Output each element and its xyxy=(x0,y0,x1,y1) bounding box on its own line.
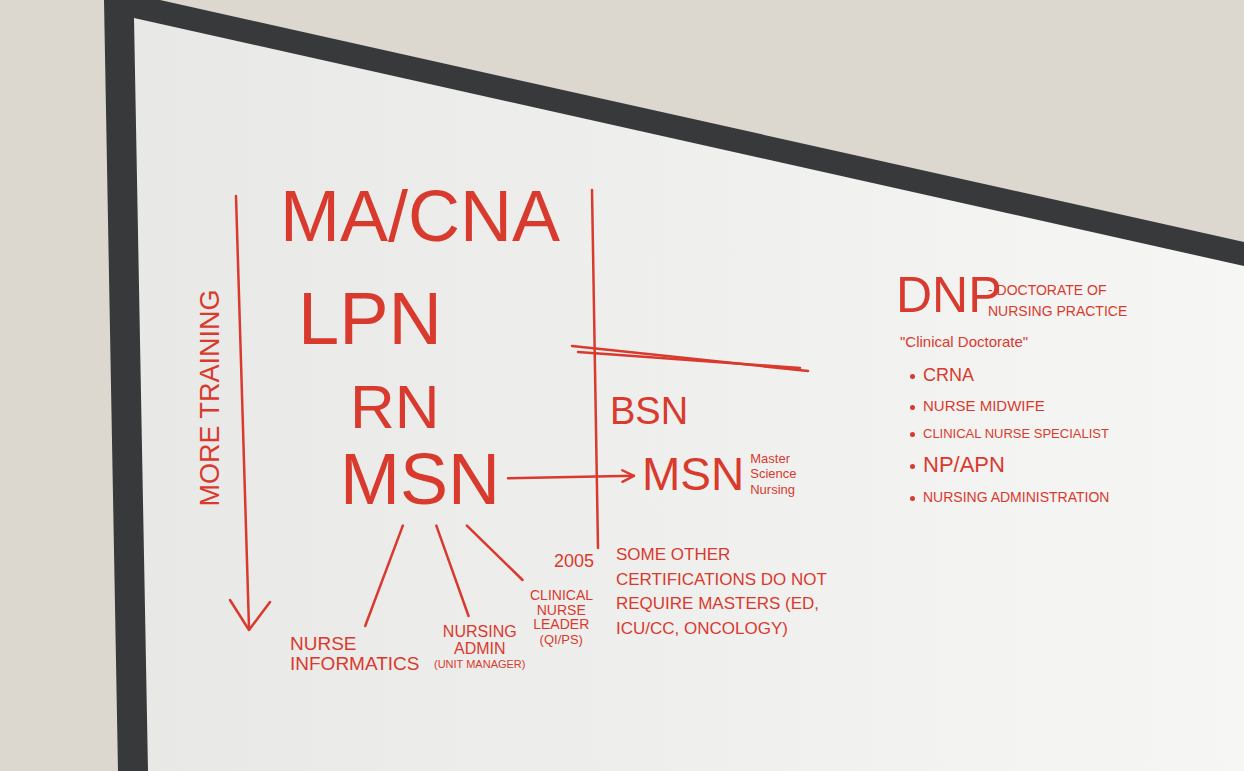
node-title: NURSING ADMIN xyxy=(434,624,525,658)
axis-label: MORE TRAINING xyxy=(197,289,224,506)
node-title: MSN xyxy=(642,450,744,498)
level-text: LPN xyxy=(298,282,442,356)
double-line xyxy=(572,346,808,371)
bullet-item: NURSING ADMINISTRATION xyxy=(910,490,1109,504)
bullet-dot xyxy=(910,432,915,437)
double-line xyxy=(578,352,800,368)
level-node: MSN xyxy=(338,440,502,520)
label-text: BSN xyxy=(610,390,688,432)
bullet-dot xyxy=(910,374,915,379)
node-title: NURSE INFORMATICS xyxy=(290,634,419,674)
label-text: NURSE MIDWIFE xyxy=(923,397,1045,414)
training-arrow-shaft xyxy=(236,196,249,628)
role-node: NURSE INFORMATICS xyxy=(288,632,421,676)
training-arrow-head xyxy=(230,600,270,630)
year-note: 2005 xyxy=(554,552,594,570)
bullet-item: NP/APN xyxy=(910,454,1005,476)
label-text: CRNA xyxy=(923,365,974,385)
role-node: NURSING ADMIN(UNIT MANAGER) xyxy=(432,622,527,673)
bullet-dot xyxy=(910,405,915,410)
node-title: MSN xyxy=(340,442,500,518)
label-text: MA/CNA xyxy=(280,176,560,256)
role-node: CLINICAL NURSE LEADER(QI/PS) xyxy=(528,586,595,650)
label-text: NP/APN xyxy=(923,452,1005,477)
bullet-dot xyxy=(910,496,915,501)
bullet-dot xyxy=(910,464,915,469)
connector xyxy=(508,476,634,478)
node-subtitle: Master Science Nursing xyxy=(750,451,808,498)
board-frame xyxy=(104,0,1244,771)
node-subtitle: (UNIT MANAGER) xyxy=(434,658,525,671)
level-text: RN xyxy=(350,376,440,438)
label-text: MORE TRAINING xyxy=(195,289,225,506)
bullet-item: NURSE MIDWIFE xyxy=(910,398,1045,413)
node-title: CLINICAL NURSE LEADER xyxy=(530,588,593,632)
label-text: CLINICAL NURSE SPECIALIST xyxy=(923,426,1109,441)
level-text: MA/CNA xyxy=(280,180,560,252)
label-text: RN xyxy=(350,372,440,441)
bullet-item: CLINICAL NURSE SPECIALIST xyxy=(910,427,1109,440)
note-text: SOME OTHER CERTIFICATIONS DO NOT REQUIRE… xyxy=(616,543,866,642)
label-text: LPN xyxy=(298,277,442,360)
degree-text: BSN xyxy=(610,392,688,430)
label-text: 2005 xyxy=(554,551,594,571)
label-text: SOME OTHER CERTIFICATIONS DO NOT REQUIRE… xyxy=(616,545,827,638)
connector xyxy=(365,526,403,626)
degree-description: - DOCTORATE OF NURSING PRACTICE xyxy=(988,280,1148,322)
divider-line xyxy=(592,190,598,548)
degree-note: "Clinical Doctorate" xyxy=(900,334,1028,349)
level-node: MSNMaster Science Nursing xyxy=(640,448,810,500)
connector xyxy=(436,526,468,616)
degree-heading: DNP xyxy=(896,270,1002,320)
label-text: "Clinical Doctorate" xyxy=(900,333,1028,350)
label-text: DNP xyxy=(896,267,1002,323)
connector xyxy=(467,526,523,580)
node-subtitle: (QI/PS) xyxy=(530,632,593,648)
bullet-item: CRNA xyxy=(910,366,974,384)
label-text: - DOCTORATE OF NURSING PRACTICE xyxy=(988,282,1127,319)
label-text: NURSING ADMINISTRATION xyxy=(923,489,1109,505)
